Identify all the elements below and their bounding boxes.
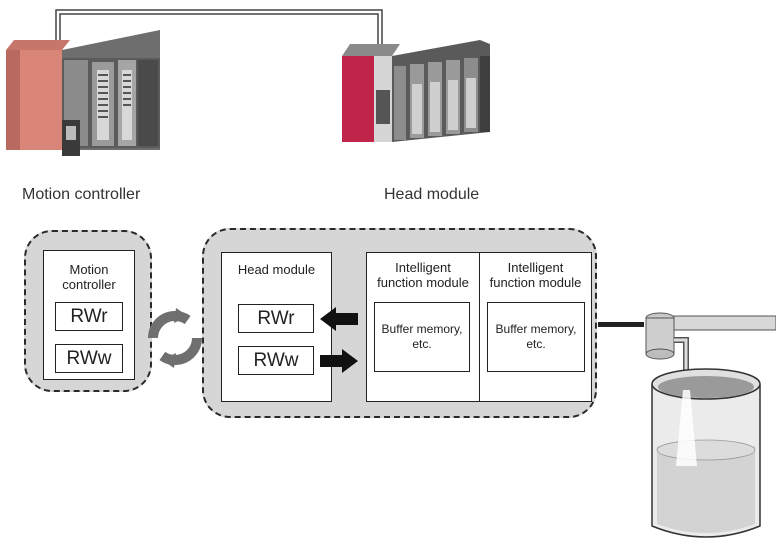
head-module-title: Head module [237,262,316,277]
buffer-memory-2 [487,302,585,372]
buffer-memory-1 [374,302,470,372]
motion-controller-title: Motion controller [62,262,116,292]
head-module-label: Head module [384,186,480,203]
motion-rww-register: RWw [55,344,123,373]
buffer-memory-1-label: Buffer memory, etc. [381,322,463,351]
intelligent-module-1-title: Intelligent function module [377,260,469,290]
head-module-hardware [342,40,490,142]
motion-rwr-register: RWr [55,302,123,331]
head-rww-register: RWw [238,346,314,375]
intelligent-module-2-title: Intelligent function module [489,260,582,290]
arrow-left-icon [320,307,358,331]
arrow-right-icon [320,349,358,373]
buffer-memory-2-label: Buffer memory, etc. [495,322,577,351]
motion-controller-label: Motion controller [22,186,141,203]
motion-controller-hardware [6,30,160,156]
head-rwr-register: RWr [238,304,314,333]
valve-icon [598,312,776,382]
tank-icon [651,368,761,538]
